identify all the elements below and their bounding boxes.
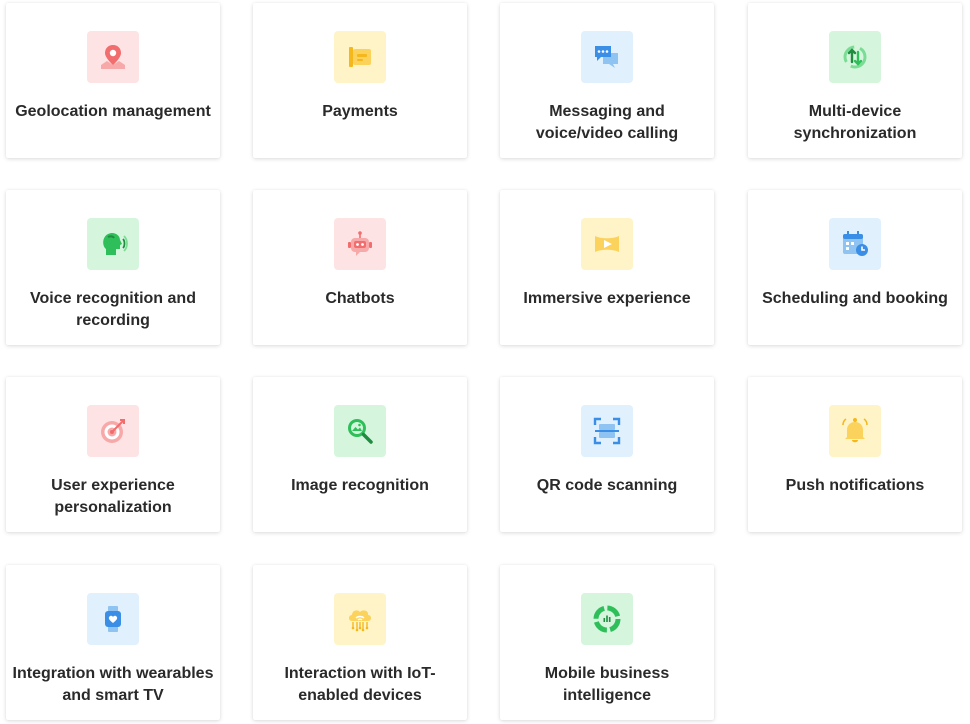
feature-label: Messaging and voice/video calling bbox=[535, 103, 679, 142]
360-video-icon bbox=[581, 218, 633, 270]
bell-icon bbox=[829, 405, 881, 457]
feature-card-bi[interactable]: Mobile business intelligence bbox=[500, 565, 714, 720]
feature-label: Multi-device synchronization bbox=[793, 103, 917, 142]
feature-label: Geolocation management bbox=[15, 103, 211, 120]
feature-label: Image recognition bbox=[291, 477, 429, 494]
speaking-head-icon bbox=[87, 218, 139, 270]
map-pin-icon bbox=[87, 31, 139, 83]
feature-card-qr[interactable]: QR code scanning bbox=[500, 377, 714, 532]
feature-label: Immersive experience bbox=[523, 290, 691, 307]
feature-label: Chatbots bbox=[325, 290, 395, 307]
feature-card-iot[interactable]: Interaction with IoT-enabled devices bbox=[253, 565, 467, 720]
feature-label: Integration with wearables and smart TV bbox=[12, 665, 214, 704]
feature-label: Scheduling and booking bbox=[762, 290, 948, 307]
feature-label: Interaction with IoT-enabled devices bbox=[284, 665, 436, 704]
cloud-network-icon bbox=[334, 593, 386, 645]
feature-card-image-recognition[interactable]: Image recognition bbox=[253, 377, 467, 532]
feature-card-messaging[interactable]: Messaging and voice/video calling bbox=[500, 3, 714, 158]
calendar-clock-icon bbox=[829, 218, 881, 270]
sync-icon bbox=[829, 31, 881, 83]
feature-card-wearables[interactable]: Integration with wearables and smart TV bbox=[6, 565, 220, 720]
feature-card-voice[interactable]: Voice recognition and recording bbox=[6, 190, 220, 345]
feature-label: Voice recognition and recording bbox=[30, 290, 196, 329]
feature-card-immersive[interactable]: Immersive experience bbox=[500, 190, 714, 345]
feature-label: Payments bbox=[322, 103, 398, 120]
feature-card-push[interactable]: Push notifications bbox=[748, 377, 962, 532]
feature-card-geolocation[interactable]: Geolocation management bbox=[6, 3, 220, 158]
target-icon bbox=[87, 405, 139, 457]
feature-label: User experience personalization bbox=[51, 477, 175, 516]
feature-label: QR code scanning bbox=[536, 477, 678, 494]
analytics-ring-icon bbox=[581, 593, 633, 645]
feature-label: Push notifications bbox=[785, 477, 925, 494]
feature-card-personalization[interactable]: User experience personalization bbox=[6, 377, 220, 532]
smartwatch-icon bbox=[87, 593, 139, 645]
image-search-icon bbox=[334, 405, 386, 457]
chat-bubbles-icon bbox=[581, 31, 633, 83]
wallet-icon bbox=[334, 31, 386, 83]
feature-label: Mobile business intelligence bbox=[544, 665, 670, 704]
feature-card-payments[interactable]: Payments bbox=[253, 3, 467, 158]
feature-card-chatbots[interactable]: Chatbots bbox=[253, 190, 467, 345]
feature-card-sync[interactable]: Multi-device synchronization bbox=[748, 3, 962, 158]
robot-icon bbox=[334, 218, 386, 270]
scan-frame-icon bbox=[581, 405, 633, 457]
feature-card-scheduling[interactable]: Scheduling and booking bbox=[748, 190, 962, 345]
